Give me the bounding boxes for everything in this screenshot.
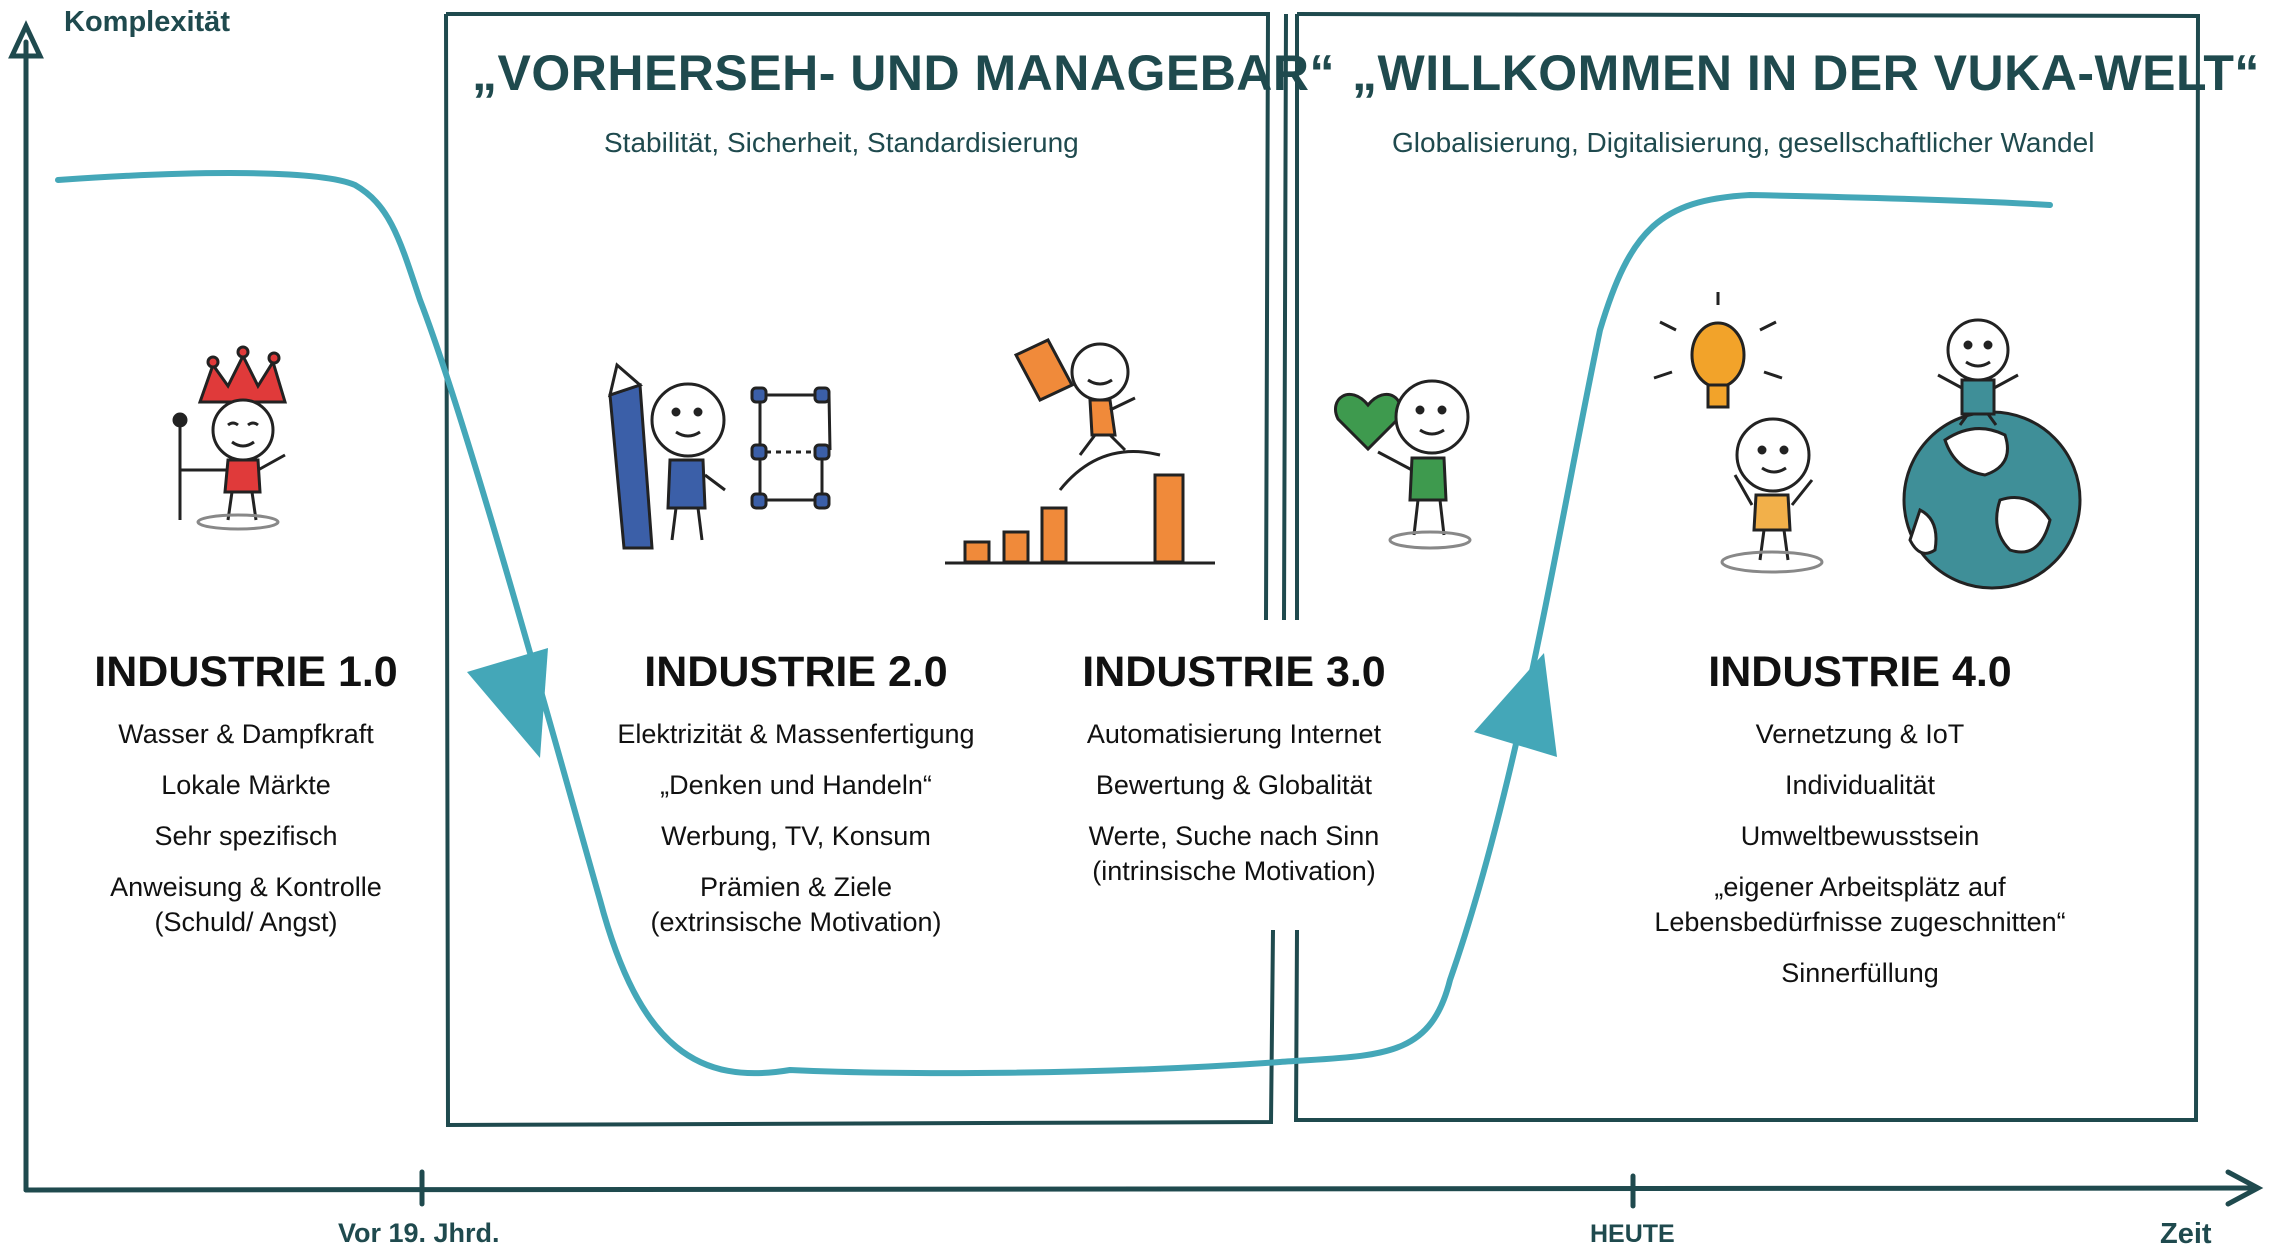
panel-right-frame (1296, 12, 2201, 1122)
industry-column-2: INDUSTRIE 2.0 Elektrizität & Massenferti… (536, 648, 1056, 956)
industry-item: Sehr spezifisch (154, 821, 338, 851)
industry-title: INDUSTRIE 4.0 (1708, 648, 2012, 696)
curve-arrow-up-icon (1474, 653, 1557, 757)
industry-item: Vernetzung & IoT (1755, 719, 1965, 749)
x-axis-arrow-icon (2225, 1169, 2264, 1207)
panel-frames (444, 12, 2201, 1128)
industry-item: Prämien & Ziele(extrinsische Motivation) (650, 872, 942, 937)
tick-label-heute: HEUTE (1590, 1220, 1675, 1248)
industry-item: Werte, Suche nach Sinn(intrinsische Moti… (1088, 821, 1380, 886)
industry-item: Bewertung & Globalität (1095, 770, 1373, 800)
industry-item: Umweltbewusstsein (1740, 821, 1980, 851)
axes (8, 20, 2264, 1209)
industry-column-4: INDUSTRIE 4.0 Vernetzung & IoT Individual… (1600, 648, 2120, 1007)
industry-item: Automatisierung Internet (1086, 719, 1382, 749)
lightbulb-person-icon (1653, 292, 1824, 574)
growth-chart-person-icon (945, 338, 1215, 565)
panel-right-subtitle: Globalisierung, Digitalisierung, gesells… (1392, 127, 2095, 158)
globe-person-icon (1902, 318, 2082, 590)
panel-left-title: „VORHERSEH- UND MANAGEBAR“ (472, 45, 1336, 101)
x-axis-label: Zeit (2160, 1218, 2212, 1250)
industry-item: Werbung, TV, Konsum (661, 821, 931, 851)
industry-item: Individualität (1784, 770, 1936, 800)
pencil-person-icon (607, 362, 726, 550)
panel-left-subtitle: Stabilität, Sicherheit, Standardisierung (604, 127, 1079, 158)
industry-title: INDUSTRIE 1.0 (94, 648, 398, 696)
industry-item: „Denken und Handeln“ (660, 770, 932, 800)
heart-person-icon (1334, 379, 1472, 550)
curve-arrow-down-icon (467, 648, 548, 758)
panel-right-title: „WILLKOMMEN IN DER VUKA-WELT“ (1352, 45, 2260, 101)
industry-title: INDUSTRIE 2.0 (644, 648, 948, 696)
industry-item: Anweisung & Kontrolle(Schuld/ Angst) (110, 872, 382, 937)
panel-divider-double (1282, 13, 1299, 1123)
tick-label-vor-19: Vor 19. Jhrd. (338, 1218, 500, 1248)
industry-title: INDUSTRIE 3.0 (1082, 648, 1386, 696)
industry-item: Sinnerfüllung (1781, 958, 1939, 988)
flowchart-icon (750, 386, 832, 510)
industry-items: Elektrizität & Massenfertigung „Denken un… (536, 717, 1056, 940)
panel-left-frame (444, 12, 1275, 1128)
industry-item: Elektrizität & Massenfertigung (617, 719, 975, 749)
y-axis-arrow-icon (8, 20, 44, 59)
king-figure-icon (172, 345, 288, 531)
complexity-curve (55, 170, 2053, 1077)
industry-item: Wasser & Dampfkraft (118, 719, 374, 749)
y-axis-label: Komplexität (64, 6, 230, 38)
x-axis-line (23, 1185, 2258, 1193)
industry-item: Lokale Märkte (161, 770, 331, 800)
